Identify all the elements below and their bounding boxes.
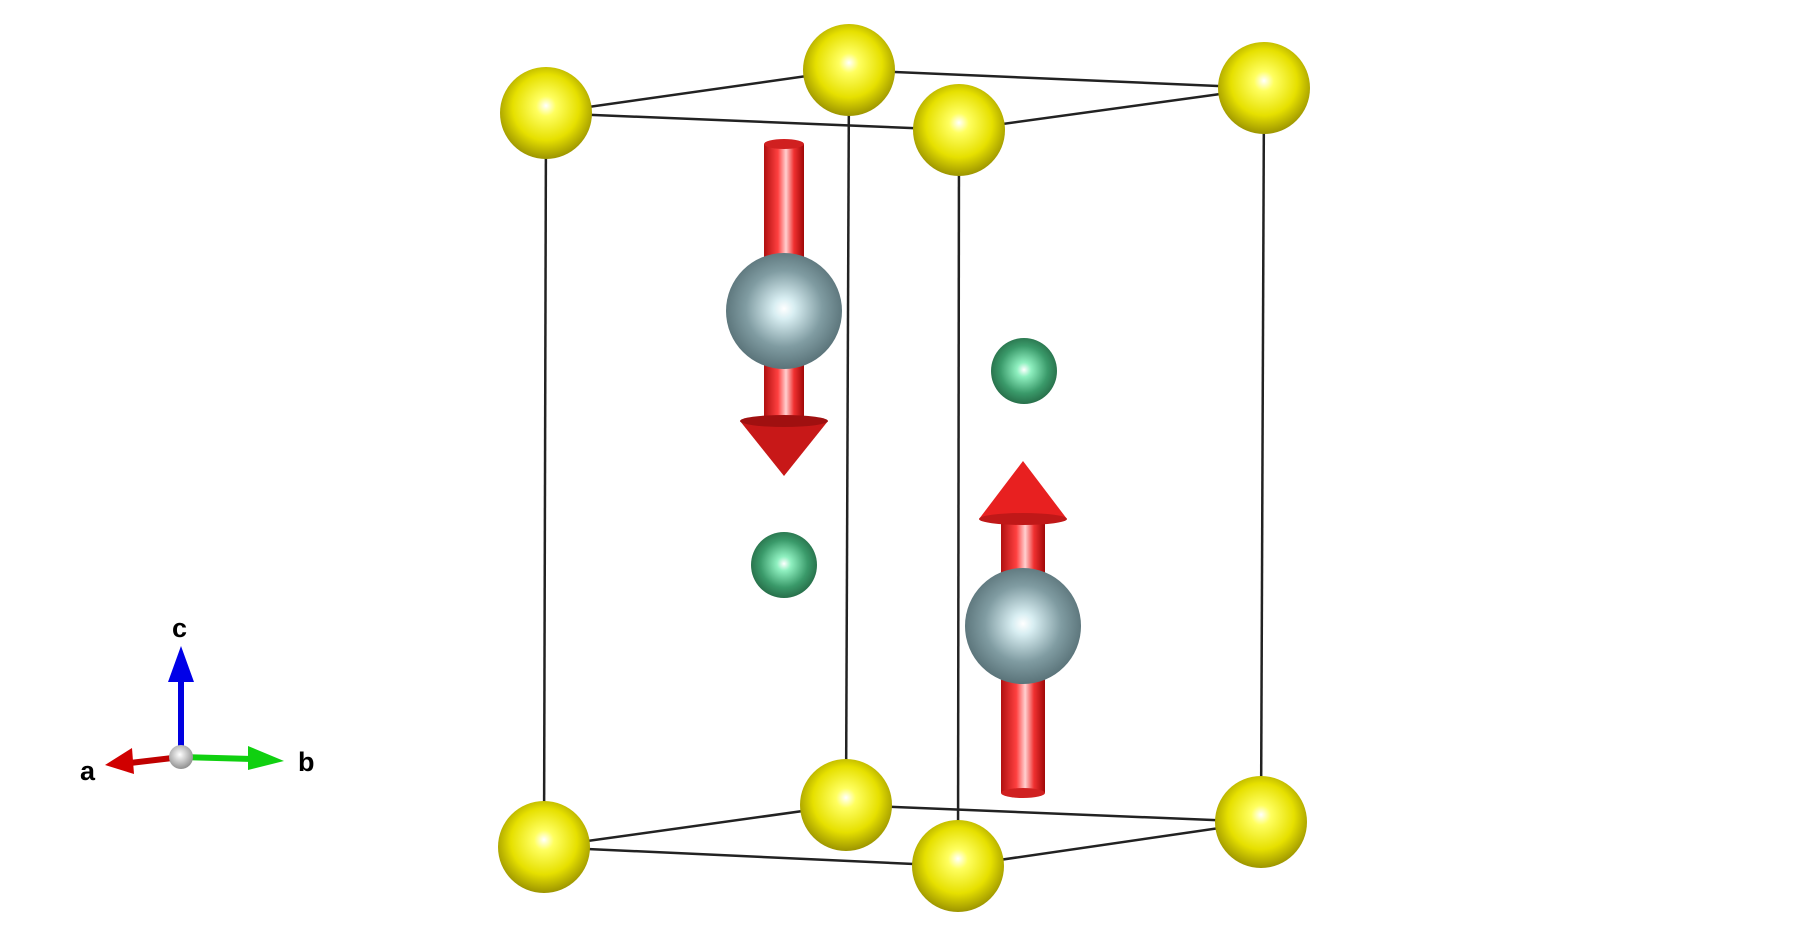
axis-triad: c b a — [80, 613, 315, 786]
axis-a-label: a — [80, 756, 96, 786]
magnetic-atom[interactable] — [726, 253, 842, 369]
axis-b-arrowhead — [248, 746, 284, 770]
corner-atom[interactable] — [800, 759, 892, 851]
small-atom[interactable] — [751, 532, 817, 598]
axis-b-label: b — [298, 747, 315, 777]
magnetic-atom[interactable] — [965, 568, 1081, 684]
corner-atom[interactable] — [913, 84, 1005, 176]
unit-cell-edges — [542, 68, 1266, 868]
axis-origin — [169, 745, 193, 769]
corner-atom[interactable] — [500, 67, 592, 159]
corner-atom[interactable] — [803, 24, 895, 116]
small-atom[interactable] — [991, 338, 1057, 404]
axis-a-arrowhead — [105, 748, 134, 774]
axis-c-label: c — [172, 613, 187, 643]
corner-atom[interactable] — [498, 801, 590, 893]
axis-c-arrowhead — [168, 646, 194, 682]
corner-atom[interactable] — [1215, 776, 1307, 868]
corner-atom[interactable] — [1218, 42, 1310, 134]
corner-atom[interactable] — [912, 820, 1004, 912]
